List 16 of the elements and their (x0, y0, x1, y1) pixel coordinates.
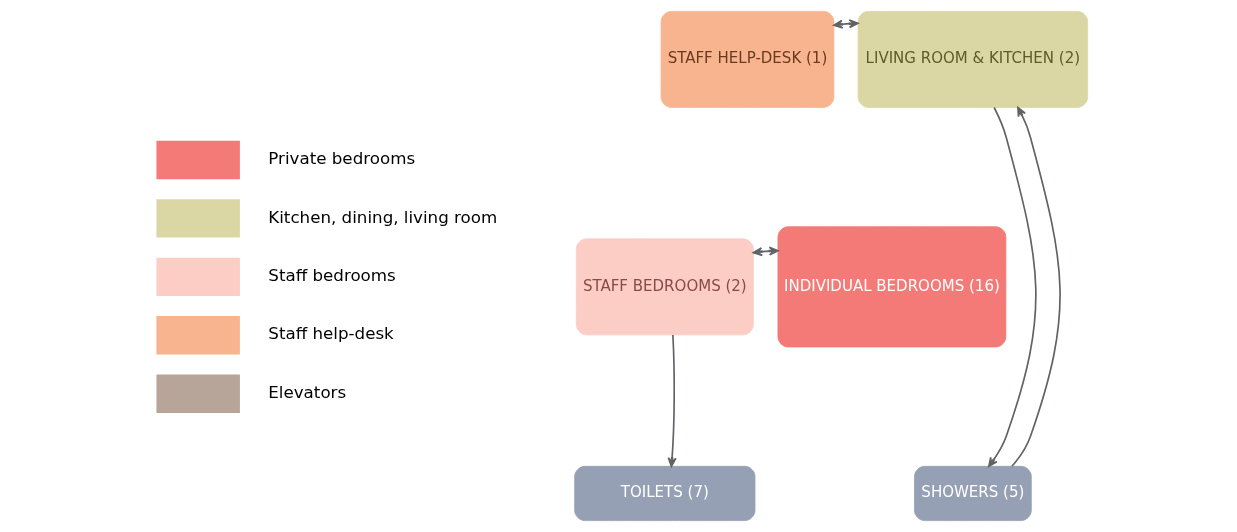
arrow (988, 106, 1037, 468)
legend-label: Staff bedrooms (268, 266, 396, 286)
node-box: TOILETS (7) (574, 465, 756, 522)
arrow (833, 19, 859, 29)
node-box: SHOWERS (5) (914, 465, 1032, 522)
arrow (667, 334, 677, 468)
arrow (1011, 106, 1061, 468)
arrow (752, 246, 779, 257)
node-box: LIVING ROOM & KITCHEN (2) (857, 10, 1089, 108)
node-box: STAFF HELP-DESK (1) (660, 10, 835, 108)
legend-label: Private bedrooms (268, 149, 416, 169)
legend-label: Kitchen, dining, living room (268, 207, 498, 227)
legend-label: Elevators (268, 382, 347, 402)
node-box: STAFF BEDROOMS (2) (575, 238, 754, 336)
node-box: INDIVIDUAL BEDROOMS (16) (777, 226, 1007, 348)
legend-label: Staff help-desk (268, 324, 394, 344)
